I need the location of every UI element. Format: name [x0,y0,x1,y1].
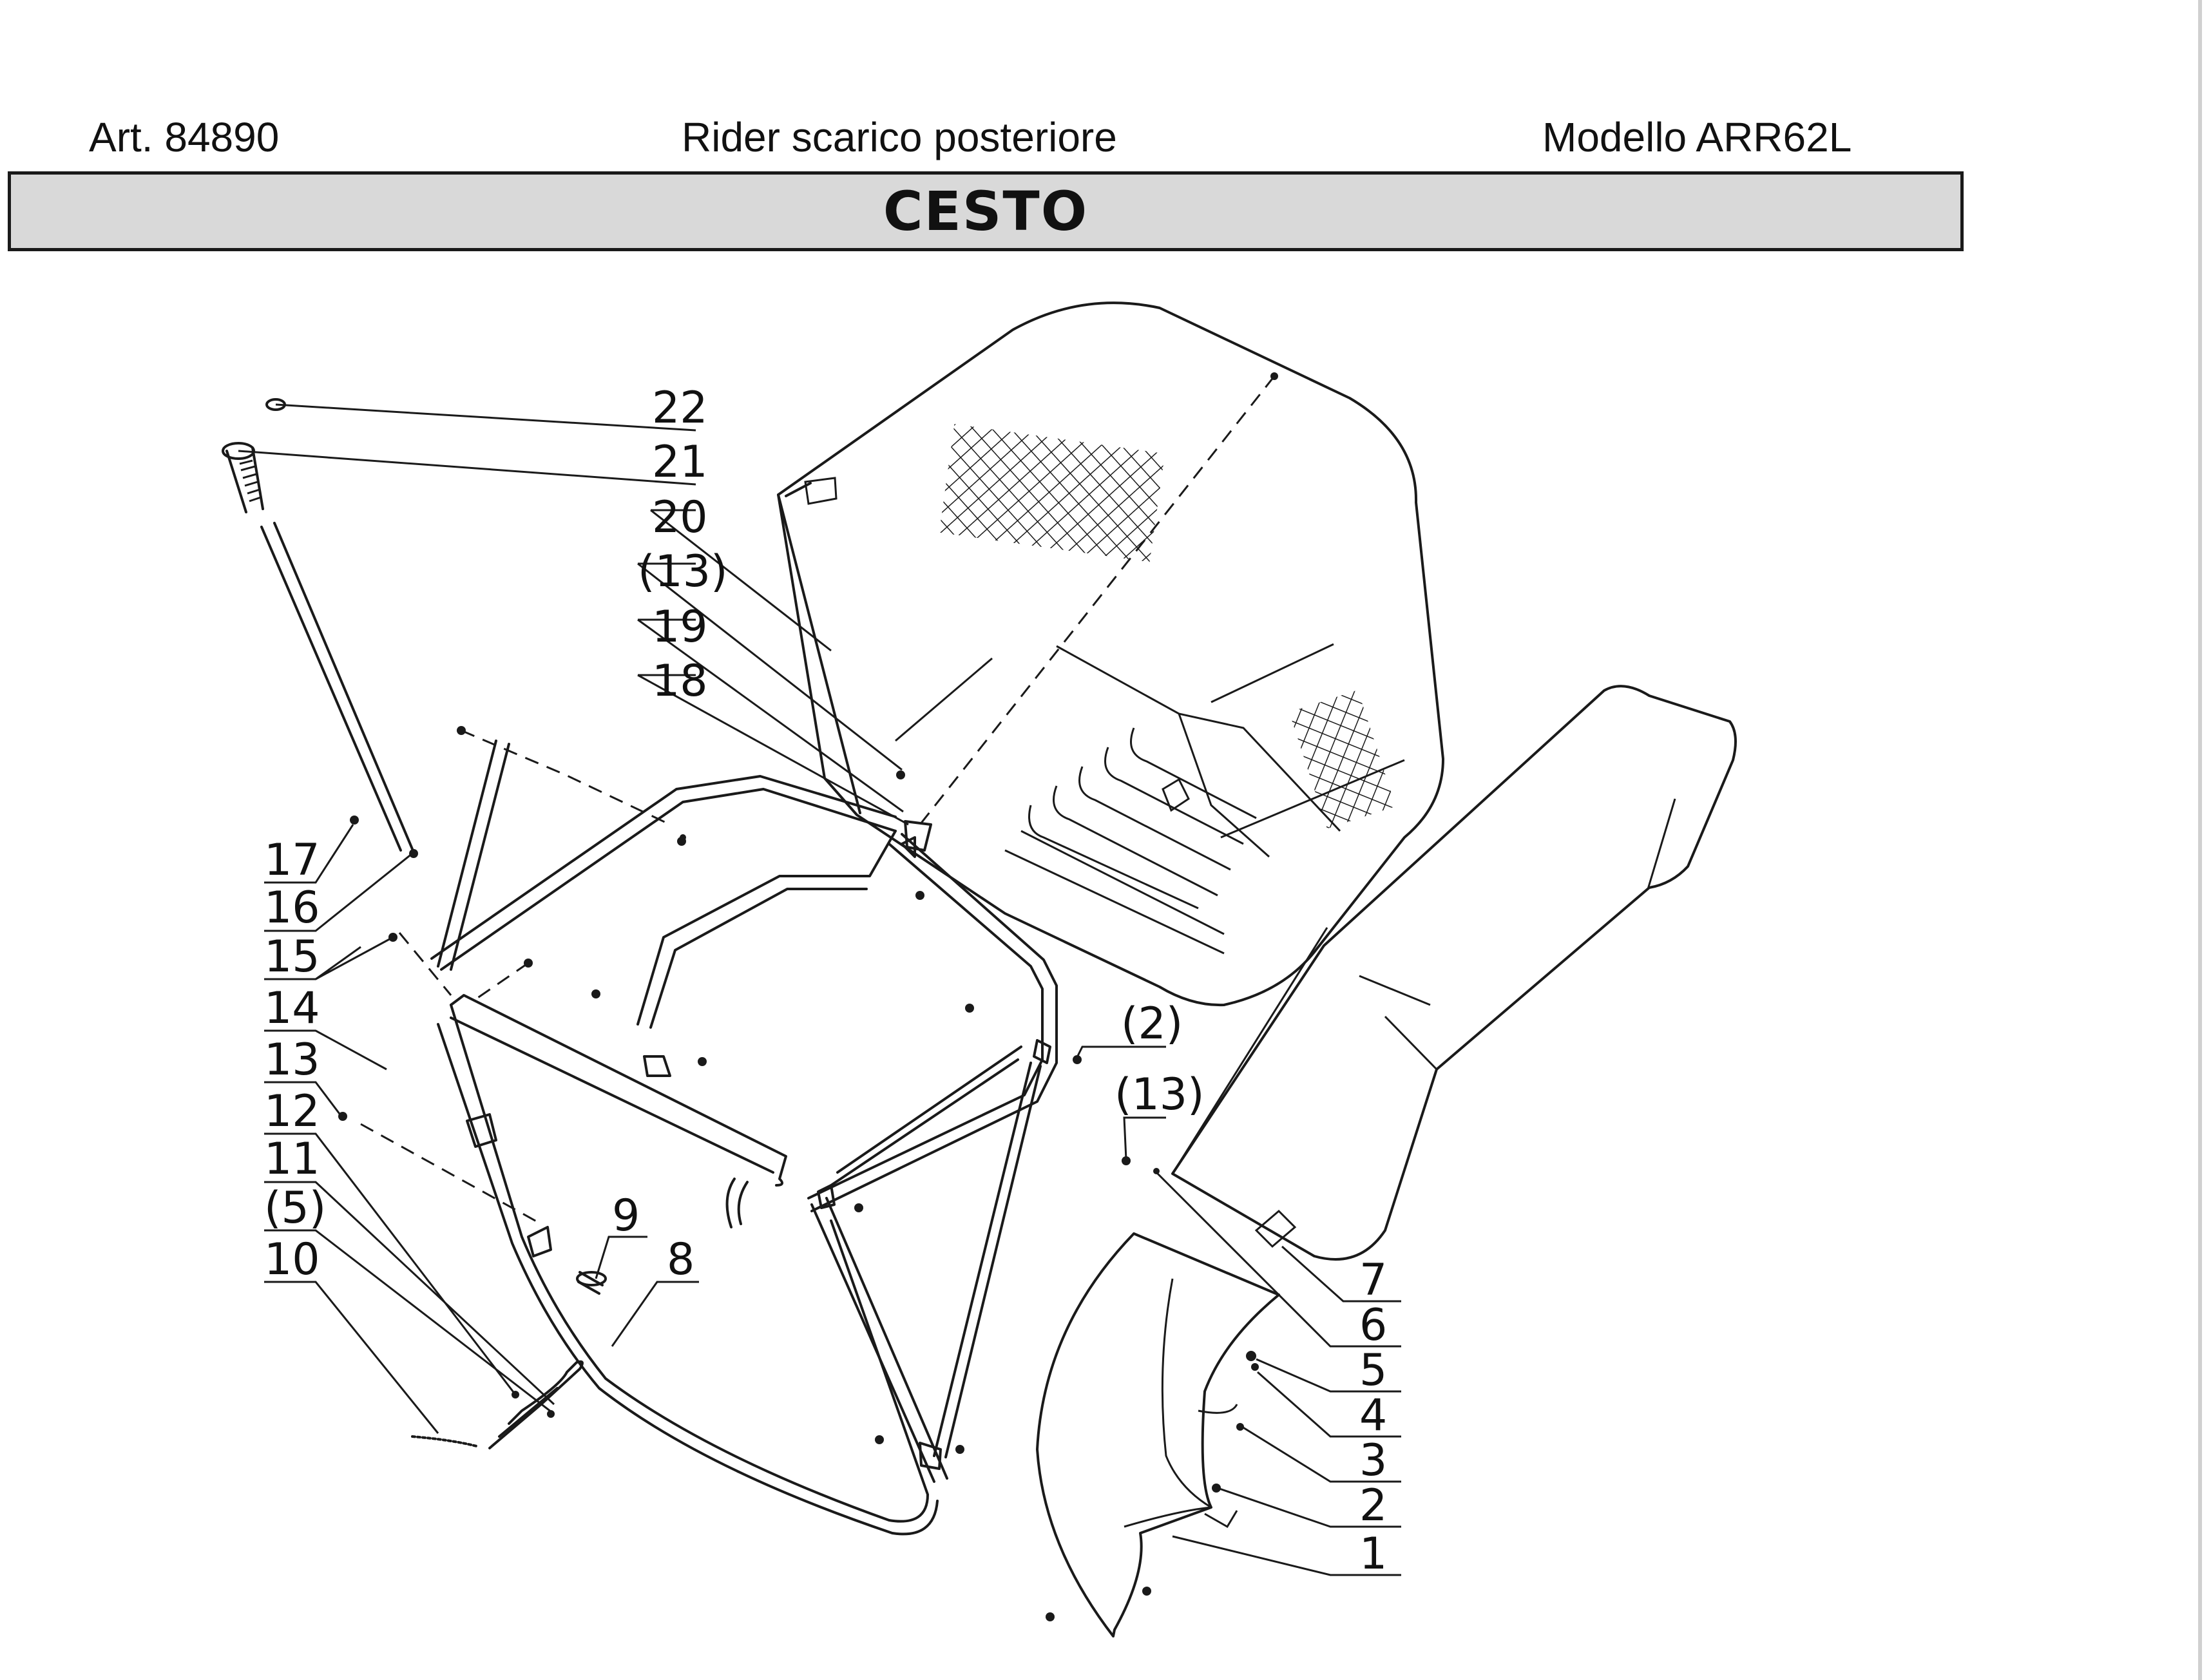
article-number: Art. 84890 [89,114,280,160]
discharge-chute [1171,685,1737,1261]
callout-3: 3 [1359,1435,1387,1486]
grass-bag [777,301,1444,1007]
page-edge-divider [2198,0,2202,1680]
callout-12: 12 [264,1086,320,1137]
callout-8: 8 [667,1234,694,1285]
callout-13: 13 [264,1035,320,1085]
handle-assembly [222,398,414,852]
callout-20: 20 [652,492,708,543]
product-description: Rider scarico posteriore [682,114,1117,160]
deflector-flap [1036,1232,1280,1637]
bag-frame [430,740,1058,1536]
callout-17: 17 [264,835,320,886]
header-row: Art. 84890 Rider scarico posteriore Mode… [0,108,2211,166]
section-title-band: CESTO [8,171,1964,251]
callout-5: 5 [1359,1345,1387,1396]
callout-19: 19 [652,602,708,653]
callout-13-ref-right: (13) [1115,1069,1205,1120]
section-title: CESTO [883,180,1089,243]
assembly-dashed-lines [360,376,1276,1225]
callout-5-ref: (5) [264,1183,326,1234]
callout-16: 16 [264,883,320,933]
callout-7: 7 [1359,1255,1387,1306]
callout-4: 4 [1359,1390,1387,1441]
callout-10: 10 [264,1234,320,1285]
callout-11: 11 [264,1134,320,1185]
callout-2: 2 [1359,1480,1387,1531]
bag-bottom-ribs [1004,727,1257,955]
callout-18: 18 [652,656,708,707]
callout-22: 22 [652,383,708,434]
model-number: Modello ARR62L [1542,114,1852,160]
callout-numbers: 22 21 20 (13) 19 18 17 16 15 14 13 12 11… [264,383,1387,1580]
callout-6: 6 [1359,1300,1387,1351]
callout-15: 15 [264,931,320,982]
callout-2-ref: (2) [1121,998,1183,1049]
callout-21: 21 [652,437,708,488]
callout-1: 1 [1359,1529,1387,1580]
callout-14: 14 [264,983,320,1034]
callout-9: 9 [612,1190,640,1241]
leader-lines [238,403,1401,1576]
spring-and-latch [411,1360,584,1449]
callout-13-ref-top: (13) [638,546,728,597]
